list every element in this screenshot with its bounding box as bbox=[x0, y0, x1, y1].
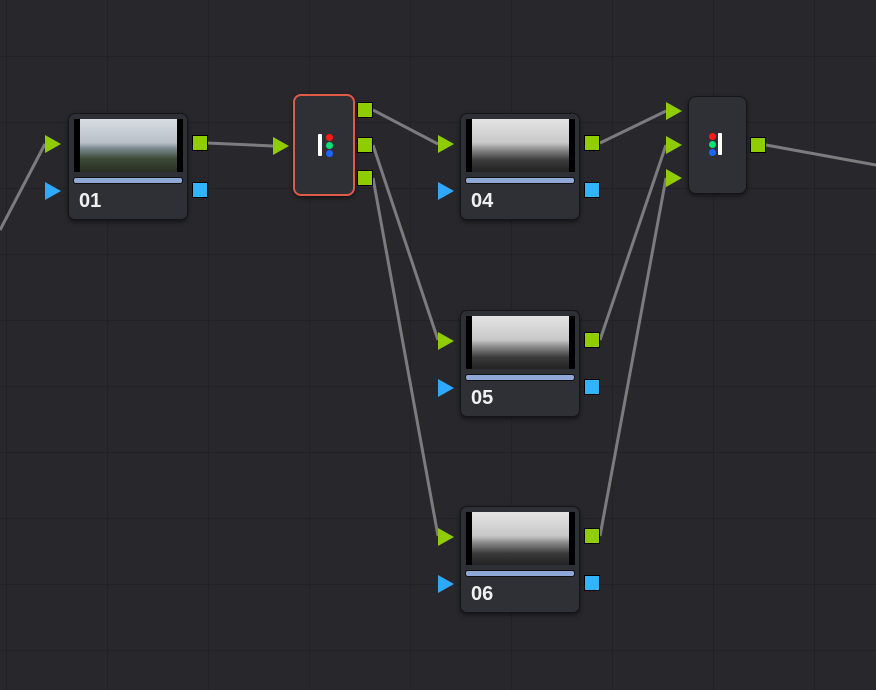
alpha-input-triangle[interactable] bbox=[438, 575, 454, 593]
rgb-output-square[interactable] bbox=[584, 135, 600, 151]
corrector-node-04[interactable]: 04 bbox=[460, 113, 580, 220]
connection bbox=[0, 143, 47, 231]
alpha-output-square[interactable] bbox=[584, 182, 600, 198]
alpha-input-triangle[interactable] bbox=[438, 379, 454, 397]
alpha-output-square[interactable] bbox=[584, 575, 600, 591]
connection bbox=[371, 177, 440, 537]
corrector-node-01[interactable]: 01 bbox=[68, 113, 188, 220]
connection bbox=[598, 177, 668, 537]
rgb-output-square[interactable] bbox=[584, 528, 600, 544]
connection bbox=[206, 141, 274, 148]
connection bbox=[765, 143, 876, 167]
node-label: 06 bbox=[471, 583, 494, 605]
node-label: 04 bbox=[471, 190, 494, 212]
splitter-input-triangle[interactable] bbox=[273, 137, 289, 155]
rgb-input-triangle[interactable] bbox=[45, 135, 61, 153]
node-thumbnail bbox=[466, 316, 575, 369]
node-progress-bar bbox=[73, 177, 183, 184]
connection bbox=[598, 144, 668, 341]
alpha-output-square[interactable] bbox=[584, 379, 600, 395]
combiner-input-red[interactable] bbox=[666, 102, 682, 120]
node-thumbnail bbox=[74, 119, 183, 172]
combiner-input-blue[interactable] bbox=[666, 169, 682, 187]
rgb-input-triangle[interactable] bbox=[438, 528, 454, 546]
node-label: 05 bbox=[471, 387, 494, 409]
rgb-output-square[interactable] bbox=[192, 135, 208, 151]
node-progress-bar bbox=[465, 177, 575, 184]
splitter-output-red[interactable] bbox=[357, 102, 373, 118]
combiner-input-green[interactable] bbox=[666, 136, 682, 154]
splitter-node[interactable] bbox=[293, 94, 355, 196]
corrector-node-06[interactable]: 06 bbox=[460, 506, 580, 613]
rgb-input-triangle[interactable] bbox=[438, 135, 454, 153]
connection bbox=[372, 108, 439, 146]
connection bbox=[371, 144, 440, 341]
node-label: 01 bbox=[79, 190, 102, 212]
connection bbox=[599, 109, 667, 145]
alpha-output-square[interactable] bbox=[192, 182, 208, 198]
splitter-output-blue[interactable] bbox=[357, 170, 373, 186]
node-progress-bar bbox=[465, 374, 575, 381]
rgb-output-square[interactable] bbox=[584, 332, 600, 348]
alpha-input-triangle[interactable] bbox=[45, 182, 61, 200]
corrector-node-05[interactable]: 05 bbox=[460, 310, 580, 417]
combiner-node[interactable] bbox=[688, 96, 747, 194]
splitter-output-green[interactable] bbox=[357, 137, 373, 153]
node-thumbnail bbox=[466, 512, 575, 565]
alpha-input-triangle[interactable] bbox=[438, 182, 454, 200]
node-thumbnail bbox=[466, 119, 575, 172]
rgb-input-triangle[interactable] bbox=[438, 332, 454, 350]
node-progress-bar bbox=[465, 570, 575, 577]
combiner-output-square[interactable] bbox=[750, 137, 766, 153]
